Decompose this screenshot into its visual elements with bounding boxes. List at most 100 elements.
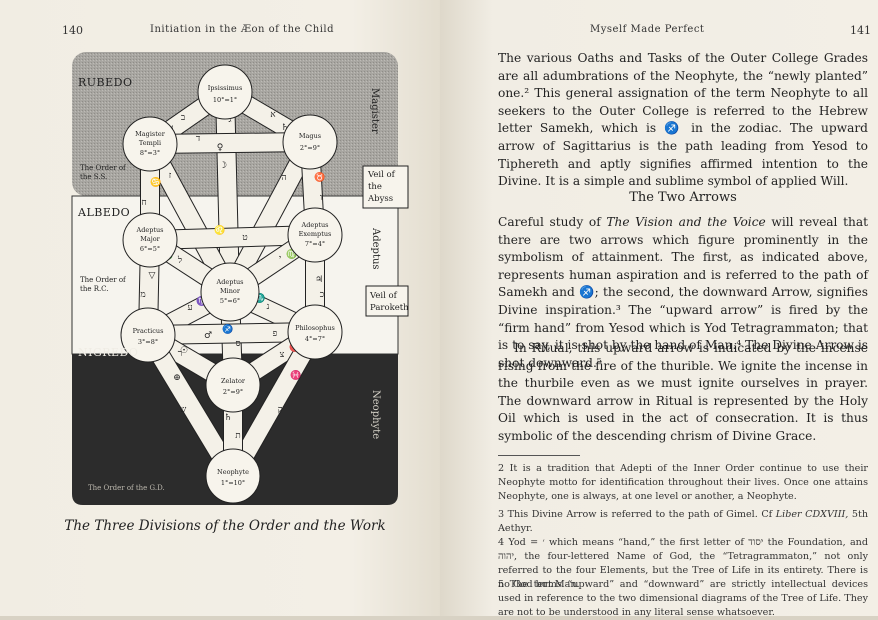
sephirah-practicus [120,307,176,363]
order-note-ss-2: the S.S. [80,173,107,181]
veil-paroketh: Veil of Paroketh [365,285,409,317]
order-note-gd: The Order of the G.D. [88,484,165,492]
path-letter-ex-maj: ט [242,233,247,243]
paragraph: Careful study of The Vision and the Voic… [498,214,868,372]
division-albedo: ALBEDO [77,206,130,219]
path-letter-phil-zel: צ [280,350,285,360]
path-symbol-tip-phil: ♏ [254,292,265,304]
paragraph: The various Oaths and Tasks of the Outer… [498,51,868,189]
grade-adeptus-minor: 5°=6° [220,297,240,305]
sephirah-magister-templi [122,116,178,172]
paragraph-text: Careful study of [498,215,607,229]
path-letter-mt-tip: ז [169,171,172,181]
veil-paroketh-line-1: Veil of [369,291,398,301]
path-symbol-mg-ex: ♉ [314,171,325,183]
path-letter-zel-neo: ת [235,431,241,441]
path-symbol-zel-neo: ♄ [224,413,232,423]
division-nigredo: NIGREDO [78,346,138,359]
label-zelator: Zelator [221,377,246,385]
running-head: Initiation in the Æon of the Child [150,24,334,35]
path-ip-tip [215,91,240,293]
tree-of-life-diagram: ב א ג ד ה ו ז ח ט י כ ל מ נ ס ע פ צ ק ר [71,52,409,505]
paragraph: In Ritual, this upward arrow is indicate… [498,341,868,443]
label-ipsissimus: Ipsissimus [208,84,243,92]
label-adeptus-exemptus-1: Adeptus [301,221,329,229]
sephirah-zelator [205,357,261,413]
grade-philosophus: 4°=7° [305,335,325,343]
path-symbol-prac-neo: ⊕ [173,373,181,383]
grade-practicus: 3°=8° [138,338,158,346]
veil-abyss-line-3: Abyss [367,194,393,204]
path-letter-ex-phil: כ [320,290,324,300]
book-title: Liber CDXVIII, [775,509,849,520]
order-note-rc-1: The Order of [80,276,127,284]
veil-paroketh-line-2: Paroketh [370,303,409,313]
grade-magus: 2°=9° [300,144,320,152]
label-neophyte: Neophyte [217,468,249,476]
sephirah-adeptus-exemptus [287,207,343,263]
path-phil-prac [147,322,316,345]
path-symbol-phil-prac: ♂ [204,331,212,341]
grade-adeptus-major: 6°=5° [140,245,160,253]
footnote-3: 3 This Divine Arrow is referred to the p… [498,508,868,536]
path-ex-maj [149,225,316,250]
path-letter-maj-tip: ל [177,255,182,266]
grade-magister-templi: 8°=3° [140,149,160,157]
label-magister-templi-1: Magister [135,130,166,138]
path-letter-maj-prac: מ [140,290,145,300]
label-adeptus-exemptus-2: Exemptus [299,230,332,238]
footnote-2: 2 It is a tradition that Adepti of the I… [498,463,868,502]
sephirah-magus [282,114,338,170]
path-letter-ip-mt: ב [181,113,185,123]
path-symbol-ip-tip: ☽ [219,161,227,171]
page-number: 141 [850,24,871,37]
label-magister-templi-2: Templi [139,139,161,147]
sephirah-adeptus-major [122,212,178,268]
paragraph-text: will reveal that there are two arrows wh… [498,215,869,370]
order-note-ss-1: The Order of [80,164,127,172]
sephirah-ipsissimus [197,64,253,120]
page-number: 140 [62,24,83,37]
label-adeptus-minor-1: Adeptus [216,278,244,286]
path-symbol-prac-zel: ☉ [180,346,188,356]
sephirah-philosophus [287,304,343,360]
path-letter-mt-maj: ח [141,198,146,208]
side-label-magister: Magister [369,88,380,134]
path-symbol-ex-maj: ♌ [214,224,225,236]
path-letter-prac-zel: ר [178,349,182,359]
veil-abyss-line-1: Veil of [367,170,396,180]
path-symbol-tip-zel: ♐ [222,323,233,335]
path-letter-mg-ex: ו [320,193,322,203]
path-letter-phil-neo: ק [278,405,283,415]
path-symbol-mt-maj: ♋ [150,176,161,188]
side-label-adeptus: Adeptus [370,227,381,270]
path-letter-tip-prac: ע [187,303,192,313]
label-magus: Magus [299,132,321,140]
path-symbol-ip-mg: ♄ [281,123,289,133]
footnote-5: 5 The terms “upward” and “downward” are … [498,579,868,618]
order-note-rc-2: the R.C. [80,285,109,293]
footnote-rule [498,455,580,456]
footnote-text: 5th Aethyr. [498,509,869,534]
sephirah-adeptus-minor [200,262,260,322]
veil-abyss-line-2: the [368,182,382,192]
path-symbol-ex-phil: ♃ [315,275,323,285]
figure-caption: The Three Divisions of the Order and the… [64,518,386,534]
label-philosophus: Philosophus [295,324,335,332]
label-adeptus-minor-2: Minor [220,287,241,295]
veil-abyss: Veil of the Abyss [362,165,409,209]
path-phil-neo [224,327,324,481]
path-letter-phil-prac: פ [273,329,278,339]
label-adeptus-major-1: Adeptus [136,226,164,234]
path-symbol-maj-prac: ▽ [149,271,156,281]
path-letter-ex-tip: י [279,254,281,264]
running-head: Myself Made Perfect [590,24,705,35]
grade-adeptus-exemptus: 7°=4° [305,240,325,248]
division-rubedo: RUBEDO [78,76,133,89]
path-symbol-ex-tip: ♍ [286,248,297,260]
path-letter-mg-tip: ה [281,173,286,183]
path-symbol-phil-neo: ♓ [290,369,301,381]
grade-neophyte: 1°=10° [221,479,245,487]
grade-zelator: 2°=9° [223,388,243,396]
